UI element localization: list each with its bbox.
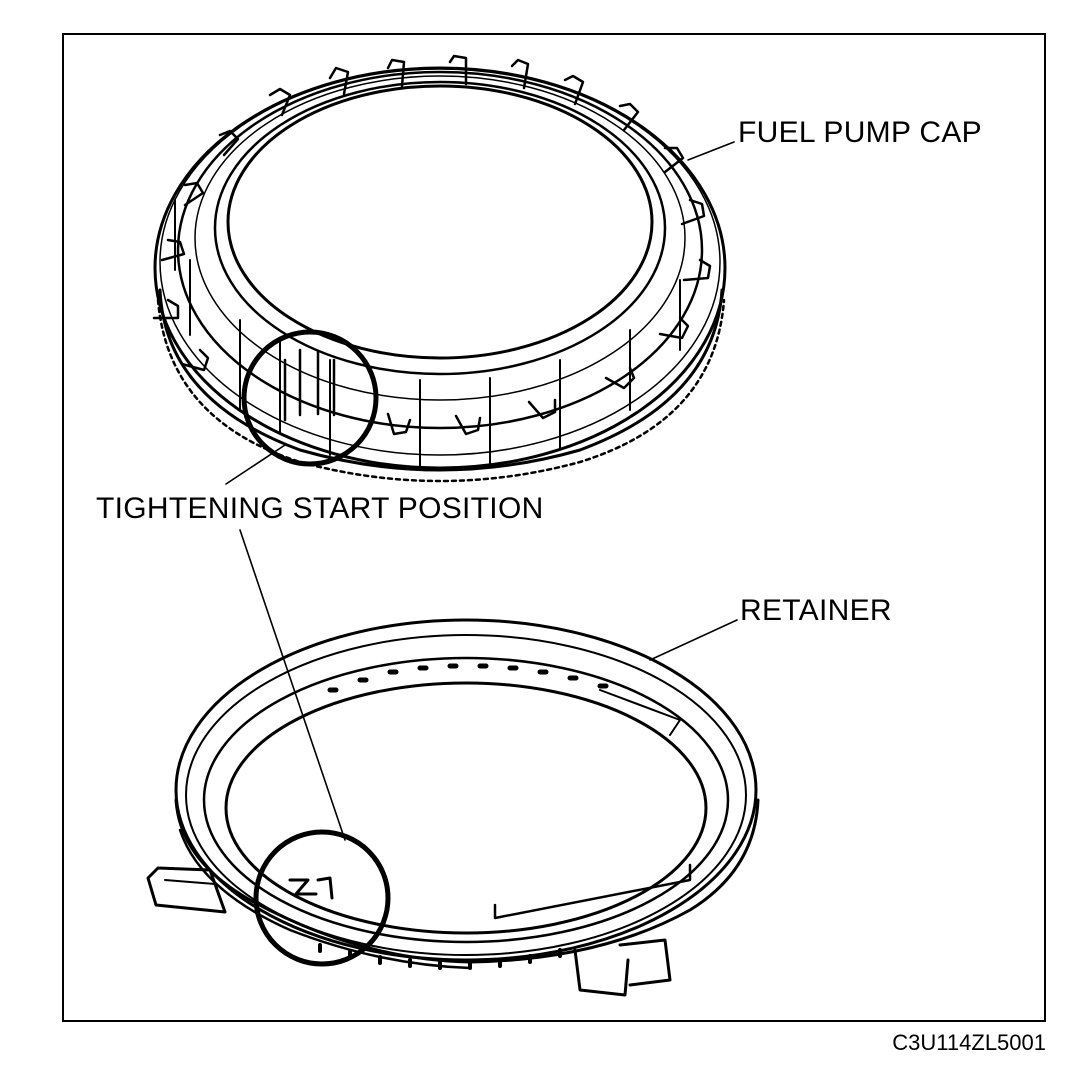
tightening-start-position-label: TIGHTENING START POSITION [96,492,544,525]
figure-code: C3U114ZL5001 [892,1030,1046,1055]
diagram-frame [62,33,1046,1022]
fuel-pump-cap-label: FUEL PUMP CAP [738,116,982,149]
retainer-label: RETAINER [740,594,892,627]
retainer-drawing [146,618,760,997]
leader-lines [225,141,738,841]
fuel-pump-cap-drawing [152,54,727,483]
